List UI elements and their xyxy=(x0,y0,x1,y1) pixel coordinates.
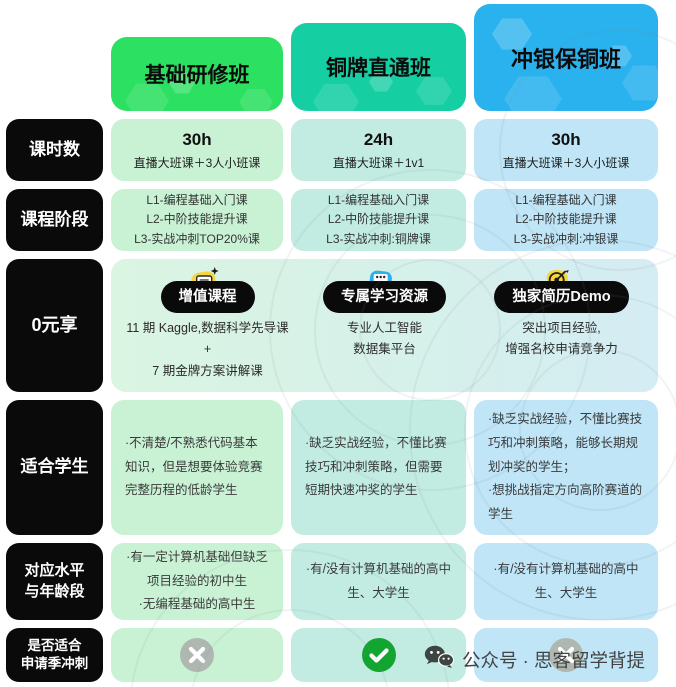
wechat-account-label: 公众号 · 思客留学背提 xyxy=(462,649,645,671)
hexagon-decoration xyxy=(169,72,195,94)
wechat-icon xyxy=(424,644,455,675)
hours-value: 24h xyxy=(363,130,394,150)
level-cell: ·有一定计算机基础但缺乏项目经验的初中生 ·无编程基础的高中生 xyxy=(111,543,283,620)
column-header-basic: 基础研修班 xyxy=(111,37,283,111)
check-icon xyxy=(361,638,396,672)
students-cell: ·不清楚/不熟悉代码基本知识，但是想要体验竞赛完整历程的低龄学生 xyxy=(111,400,283,535)
corner-spacer xyxy=(6,4,103,111)
row-label-stages: 课程阶段 xyxy=(6,189,103,251)
hexagon-decoration xyxy=(369,72,393,92)
hexagon-decoration xyxy=(313,83,359,111)
cross-icon xyxy=(549,638,583,672)
row-label-sprint: 是否适合 申请季冲刺 xyxy=(6,628,103,682)
column-header-label: 基础研修班 xyxy=(144,64,250,87)
row-label-level: 对应水平 与年龄段 xyxy=(6,543,103,620)
free-gifts-panel: 增值课程 11 期 Kaggle,数据科学先导课 + 7 期金牌方案讲解课 xyxy=(111,259,658,392)
stages-cell: L1-编程基础入门课 L2-中阶技能提升课 L3-实战冲刺:铜牌课 xyxy=(291,189,466,251)
hours-cell: 24h 直播大班课＋1v1 xyxy=(291,119,466,181)
hours-cell: 30h 直播大班课＋3人小班课 xyxy=(111,119,283,181)
hours-detail: 直播大班课＋1v1 xyxy=(332,155,425,170)
level-cell: ·有/没有计算机基础的高中生、大学生 xyxy=(474,543,658,620)
free-gift-resources: 专属学习资源 专业人工智能 数据集平台 xyxy=(296,270,473,382)
level-cell: ·有/没有计算机基础的高中生、大学生 xyxy=(291,543,466,620)
free-gift-badge: 独家简历Demo xyxy=(494,281,629,313)
hours-value: 30h xyxy=(182,130,212,150)
hours-detail: 直播大班课＋3人小班课 xyxy=(502,155,630,170)
row-label-students: 适合学生 xyxy=(6,400,103,535)
hexagon-decoration xyxy=(622,65,658,101)
wechat-account-tag: 公众号 · 思客留学背提 xyxy=(424,644,645,675)
row-label-hours: 课时数 xyxy=(6,119,103,181)
hexagon-decoration xyxy=(239,89,273,111)
sprint-cell xyxy=(474,628,658,682)
free-gift-badge: 专属学习资源 xyxy=(323,281,446,313)
column-header-bronze: 铜牌直通班 xyxy=(291,23,466,111)
free-gift-resume: 独家简历Demo 突出项目经验, 增强名校申请竞争力 xyxy=(473,269,650,382)
students-cell: ·缺乏实战经验，不懂比赛技巧和冲刺策略，能够长期规划冲奖的学生； ·想挑战指定方… xyxy=(474,400,658,535)
hours-cell: 30h 直播大班课＋3人小班课 xyxy=(474,119,658,181)
column-header-label: 冲银保铜班 xyxy=(510,46,621,72)
hexagon-decoration xyxy=(504,76,562,111)
hours-detail: 直播大班课＋3人小班课 xyxy=(133,155,261,170)
students-cell: ·缺乏实战经验，不懂比赛技巧和冲刺策略，但需要短期快速冲奖的学生 xyxy=(291,400,466,535)
stages-cell: L1-编程基础入门课 L2-中阶技能提升课 L3-实战冲刺:冲银课 xyxy=(474,189,658,251)
free-gift-badge: 增值课程 xyxy=(160,281,255,313)
stages-cell: L1-编程基础入门课 L2-中阶技能提升课 L3-实战冲刺TOP20%课 xyxy=(111,189,283,251)
hours-value: 30h xyxy=(551,130,581,150)
cross-icon xyxy=(180,638,214,672)
column-header-label: 铜牌直通班 xyxy=(326,57,431,80)
hexagon-decoration xyxy=(606,45,632,67)
sprint-cell xyxy=(111,628,283,682)
row-label-free: 0元享 xyxy=(6,259,103,392)
free-gift-courses: 增值课程 11 期 Kaggle,数据科学先导课 + 7 期金牌方案讲解课 xyxy=(119,267,296,382)
column-header-silver: 冲银保铜班 xyxy=(474,4,658,111)
